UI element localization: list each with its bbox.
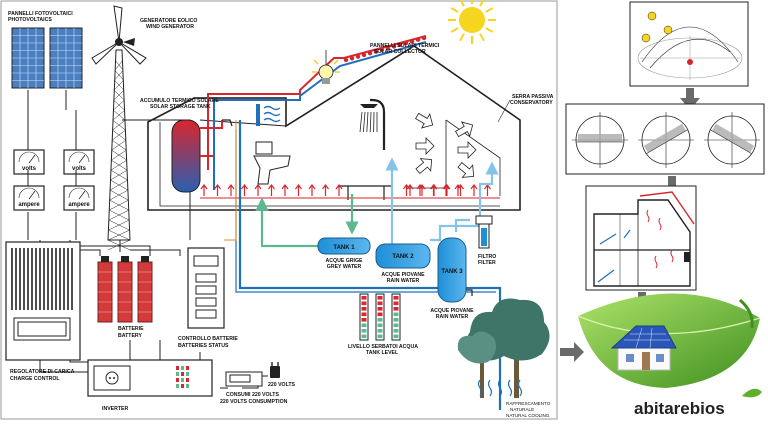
cooling-label-1: RAFFRESCAMENTO	[506, 401, 551, 406]
brand-logo: abitarebios	[634, 389, 762, 418]
consumption-label-en: 220 VOLTS CONSUMPTION	[220, 399, 288, 405]
wind-label-en: WIND GENERATOR	[146, 24, 194, 30]
solar-storage-tank: ACCUMULO TERMICO SOLARE SOLAR STORAGE TA…	[140, 98, 232, 192]
inverter: INVERTER CONSUMI 220 VOLTS 220 VOLTS CON…	[88, 360, 296, 412]
volts-meter-2: volts	[64, 150, 94, 174]
tank-level-gauges: LIVELLO SERBATOI ACQUA TANK LEVEL	[348, 294, 418, 356]
toilet-icon	[254, 142, 290, 184]
conservatory-label-en: CONSERVATORY	[510, 100, 553, 106]
batteries-status-en: BATTERIES STATUS	[178, 343, 229, 349]
filter-label-en: FILTER	[478, 260, 496, 266]
battery-label-it: BATTERIE	[118, 326, 144, 332]
tank-2-name: TANK 2	[392, 254, 414, 260]
brand-name: abitarebios	[634, 399, 725, 418]
ampere-meter-4: ampere	[64, 186, 94, 210]
battery-1	[98, 256, 112, 322]
tank-3: TANK 3 ACQUE PIOVANE RAIN WATER	[430, 238, 474, 320]
green-leaf-house-logo	[578, 293, 760, 388]
battery-status-slot	[196, 286, 216, 294]
battery-status-slot	[196, 274, 216, 282]
vent-icon	[256, 104, 280, 126]
volts-220-label: 220 VOLTS	[268, 382, 296, 388]
volts-meter-label: volts	[72, 166, 87, 172]
shower-icon	[360, 100, 384, 150]
tank-level-gauge-1	[360, 294, 368, 340]
solar-collector: PANNELLI SOLARI TERMICI SOLAR COLLECTOR	[344, 36, 440, 62]
ampere-meter-label: ampere	[18, 202, 40, 208]
charge-controller: REGOLATORE DI CARICA CHARGE CONTROL	[6, 242, 80, 382]
consumption-label-it: CONSUMI 220 VOLTS	[226, 392, 279, 398]
water-tanks: TANK 1 ACQUE GRIGE GREY WATER TANK 2 ACQ…	[318, 216, 496, 320]
floor-heating	[200, 185, 500, 198]
tank-1-caption-en: GREY WATER	[327, 264, 362, 270]
sun-angle-diagrams	[566, 104, 764, 174]
filter: FILTRO FILTER	[476, 216, 496, 266]
cooling-label-3: NATURAL COOLING	[506, 413, 550, 418]
building-section-diagram	[586, 186, 696, 290]
sun-path-diagram	[630, 2, 748, 86]
collector-label-en: SOLAR COLLECTOR	[374, 49, 426, 55]
tank-1: TANK 1 ACQUE GRIGE GREY WATER	[318, 238, 370, 270]
battery-2	[118, 256, 132, 322]
charge-label-en: CHARGE CONTROL	[10, 376, 60, 382]
batteries-status-it: CONTROLLO BATTERIE	[178, 336, 238, 342]
tank-level-label-en: TANK LEVEL	[366, 350, 399, 356]
pv-panel-1	[12, 28, 44, 88]
tank-2-caption-en: RAIN WATER	[387, 278, 420, 284]
ampere-meter-3: ampere	[14, 186, 44, 210]
tank-1-name: TANK 1	[333, 245, 355, 251]
charge-label-it: REGOLATORE DI CARICA	[10, 369, 75, 375]
tank-3-caption-en: RAIN WATER	[436, 314, 469, 320]
flow-arrow-right	[560, 342, 584, 362]
tank-level-gauge-2	[376, 294, 384, 340]
trees: RAFFRESCAMENTO NATURALE NATURAL COOLING	[458, 299, 551, 419]
tank-2: TANK 2 ACQUE PIOVANE RAIN WATER	[376, 244, 430, 284]
batteries-status: CONTROLLO BATTERIE BATTERIES STATUS	[178, 248, 238, 349]
storage-label-en: SOLAR STORAGE TANK	[150, 104, 211, 110]
battery-status-slot	[196, 298, 216, 306]
meters: volts volts ampere ampere	[14, 150, 94, 210]
volts-meter-1: volts	[14, 150, 44, 174]
cooling-label-2: NATURALE	[510, 407, 534, 412]
ampere-meter-label: ampere	[68, 202, 90, 208]
pv-panel-2	[50, 28, 82, 88]
inverter-label: INVERTER	[102, 406, 128, 412]
tank-level-gauge-3	[392, 294, 400, 340]
battery-3	[138, 256, 152, 322]
tank-3-name: TANK 3	[441, 269, 463, 275]
photovoltaic-panels: PANNELLI FOTOVOLTAICI PHOTOVOLTAICS	[8, 11, 82, 150]
battery-label-en: BATTERY	[118, 333, 142, 339]
battery-status-slot	[196, 310, 216, 318]
sun-icon	[448, 0, 496, 44]
solar-panels-label-en: PHOTOVOLTAICS	[8, 17, 52, 23]
light-bulb-icon	[312, 50, 340, 84]
volts-meter-label: volts	[22, 166, 37, 172]
batteries: BATTERIE BATTERY	[98, 256, 152, 339]
